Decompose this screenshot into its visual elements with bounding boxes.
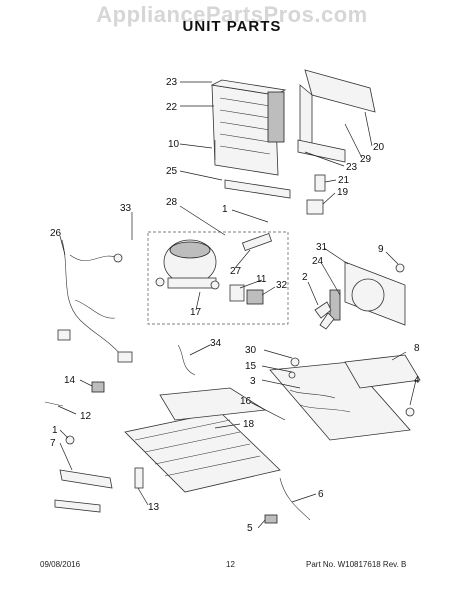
callout-label: 23 [166, 77, 178, 88]
callout-label: 6 [318, 489, 324, 500]
callout-label: 27 [230, 266, 242, 277]
callout-label: 24 [312, 256, 324, 267]
callout-label: 16 [240, 396, 252, 407]
callout-label: 34 [210, 338, 222, 349]
footer-part-number: Part No. W10817618 Rev. B [306, 560, 407, 569]
callout-label: 1 [52, 425, 58, 436]
callout-labels: 23 22 10 25 28 1 33 26 31 9 2 24 27 11 3… [50, 77, 420, 534]
callout-label: 11 [256, 274, 267, 285]
callout-label: 25 [166, 166, 178, 177]
callout-label: 9 [378, 244, 384, 255]
callout-label: 21 [338, 175, 350, 186]
callout-label: 7 [50, 438, 56, 449]
callout-label: 8 [414, 343, 420, 354]
machine-compartment-base [269, 354, 421, 441]
callout-label: 13 [148, 502, 160, 513]
compressor-group-box [147, 231, 289, 325]
callout-label: 5 [247, 523, 253, 534]
callout-label: 23 [346, 162, 358, 173]
watermark: AppliancePartsPros.com [96, 2, 368, 27]
callout-label: 31 [316, 242, 328, 253]
evaporator-cover [297, 69, 376, 163]
callout-label: 18 [243, 419, 255, 430]
compressor [155, 239, 220, 290]
callout-label: 10 [168, 139, 180, 150]
relay-and-capacitor [229, 232, 273, 305]
footer-page-number: 12 [226, 560, 235, 569]
callout-label: 20 [373, 142, 385, 153]
callout-label: 28 [166, 197, 178, 208]
condenser-fan-assembly [314, 261, 406, 330]
condenser-coil [124, 387, 281, 493]
evaporator-assembly [210, 79, 291, 199]
callout-label: 30 [245, 345, 257, 356]
small-hardware [44, 381, 311, 524]
callout-label: 12 [80, 411, 92, 422]
callout-label: 19 [337, 187, 349, 198]
callout-label: 14 [64, 375, 76, 386]
callout-label: 2 [302, 272, 308, 283]
callout-label: 3 [250, 376, 256, 387]
callout-label: 15 [245, 361, 257, 372]
page-title: UNIT PARTS [182, 18, 282, 35]
drain-fitting [306, 174, 326, 215]
callout-label: 22 [166, 102, 178, 113]
wiring-harness [57, 239, 133, 363]
callout-label: 29 [360, 154, 372, 165]
callout-label: 33 [120, 203, 132, 214]
callout-label: 4 [414, 375, 420, 386]
footer-date: 09/08/2016 [40, 560, 81, 569]
callout-label: 1 [222, 204, 228, 215]
callout-label: 32 [276, 280, 288, 291]
callout-label: 26 [50, 228, 62, 239]
leader-lines [57, 81, 417, 529]
callout-label: 17 [190, 307, 202, 318]
suction-tube [177, 344, 196, 376]
